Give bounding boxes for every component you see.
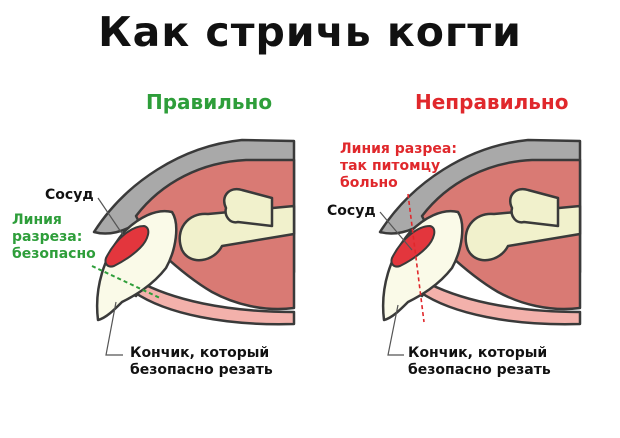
- tip-label-left: Кончик, который безопасно резать: [130, 345, 273, 378]
- unsafe-cut-line: [407, 193, 425, 323]
- correct-heading: Правильно: [146, 90, 273, 114]
- tip-pointer-left: [105, 301, 123, 356]
- correct-paw-illustration: [92, 138, 296, 326]
- safe-cut-line: [91, 265, 161, 299]
- tip-label-right: Кончик, который безопасно резать: [408, 345, 551, 378]
- unsafe-cut-label: Линия разреа: так питомцу больно: [340, 141, 457, 191]
- safe-cut-label: Линия разреза: безопасно: [12, 212, 96, 262]
- vessel-pointer-left: [97, 197, 124, 236]
- page-title: Как стричь когти: [98, 8, 522, 56]
- vessel-pointer-right: [379, 211, 413, 251]
- vessel-label-left: Сосуд: [45, 187, 94, 203]
- incorrect-heading: Неправильно: [415, 90, 569, 114]
- tip-pointer-right: [387, 304, 404, 356]
- vessel-label-right: Сосуд: [327, 203, 376, 219]
